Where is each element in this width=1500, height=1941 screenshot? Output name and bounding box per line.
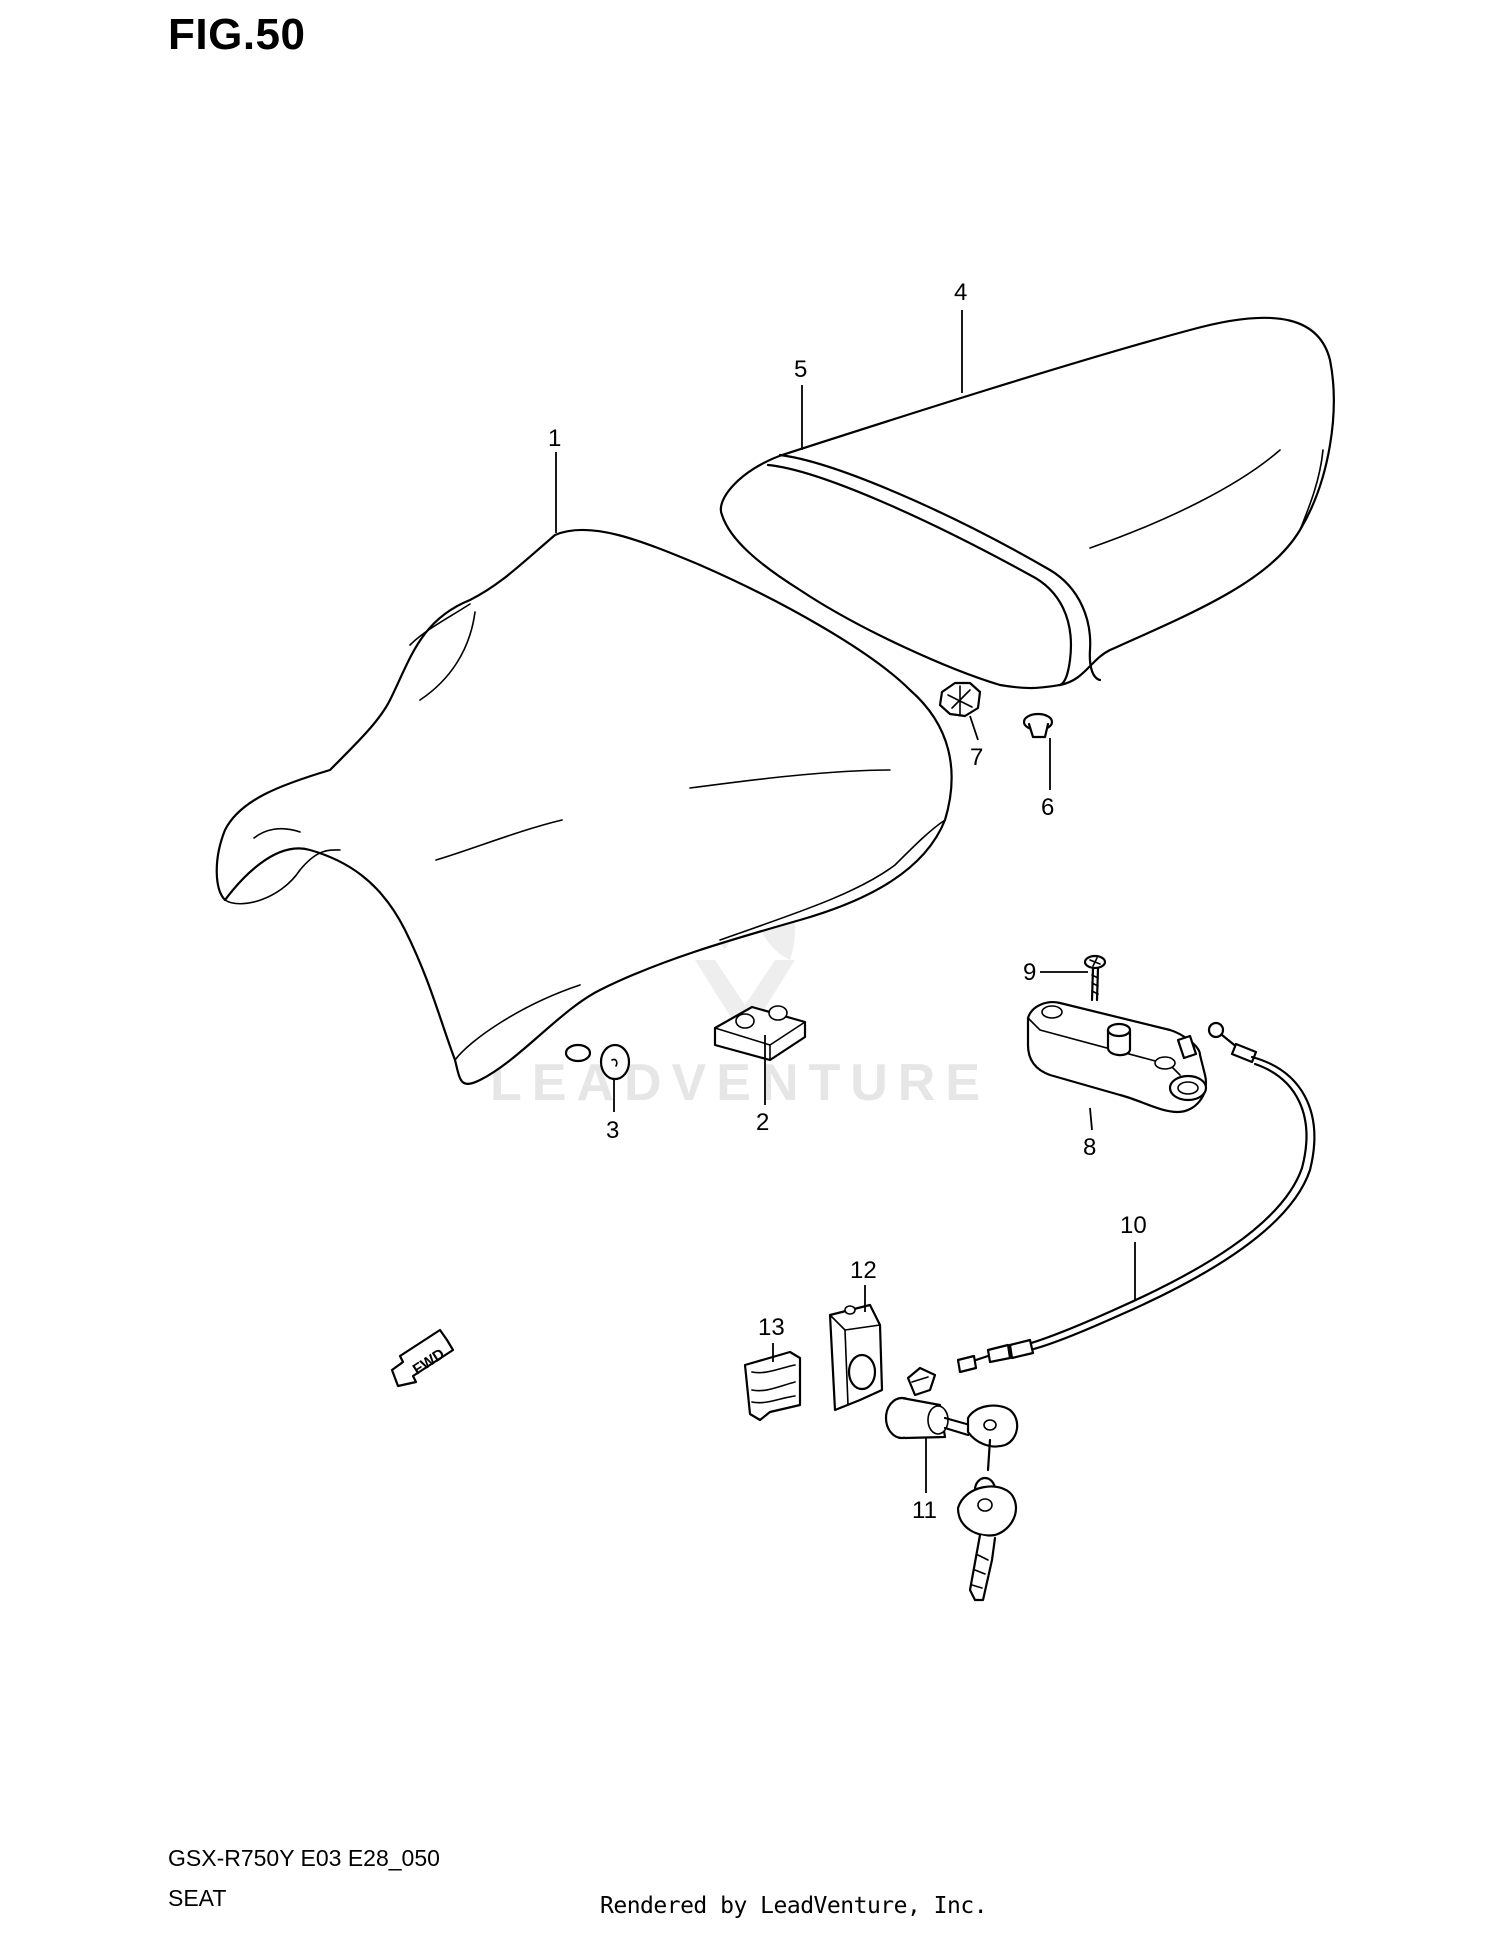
- callout-6: 6: [1041, 794, 1054, 821]
- nut-part-6: [1022, 712, 1054, 739]
- callout-4: 4: [954, 279, 967, 306]
- pillion-seat: [719, 316, 1335, 690]
- callout-2: 2: [756, 1109, 769, 1136]
- figure-title: FIG.50: [168, 10, 306, 59]
- callout-numbers: 1 2 3 4 5 6 7 8 9 10 11 12 13: [548, 279, 1147, 1524]
- callout-1: 1: [548, 425, 561, 452]
- grommet-part-7: [938, 681, 982, 718]
- section-name: SEAT: [168, 1885, 227, 1911]
- callout-8: 8: [1083, 1134, 1096, 1161]
- leader-lines: [555, 310, 1136, 1493]
- cushion-part-3: [599, 1043, 631, 1081]
- callout-5: 5: [794, 356, 807, 383]
- seat-lock-cable-part-10: [956, 1021, 1316, 1374]
- rubber-cushion-part-2: [713, 1005, 807, 1062]
- callout-9: 9: [1023, 959, 1036, 986]
- forward-arrow-icon: FWD: [390, 1328, 455, 1388]
- render-credit: Rendered by LeadVenture, Inc.: [600, 1893, 988, 1919]
- callout-13: 13: [758, 1314, 785, 1341]
- callout-11: 11: [912, 1497, 937, 1524]
- callout-3: 3: [606, 1117, 619, 1144]
- callout-7: 7: [970, 744, 983, 771]
- clip-part-13: [743, 1350, 802, 1422]
- model-code: GSX-R750Y E03 E28_050: [168, 1845, 440, 1871]
- watermark-text: LEADVENTURE: [490, 1054, 990, 1112]
- main-seat: [215, 528, 953, 1085]
- bracket-part-12: [828, 1303, 884, 1412]
- lock-set-part-11: [884, 1366, 1019, 1602]
- seat-lock-plate-part-8: [1026, 1001, 1208, 1114]
- screw-part-9: [1083, 954, 1107, 1002]
- callout-10: 10: [1120, 1212, 1147, 1239]
- callout-12: 12: [850, 1257, 877, 1284]
